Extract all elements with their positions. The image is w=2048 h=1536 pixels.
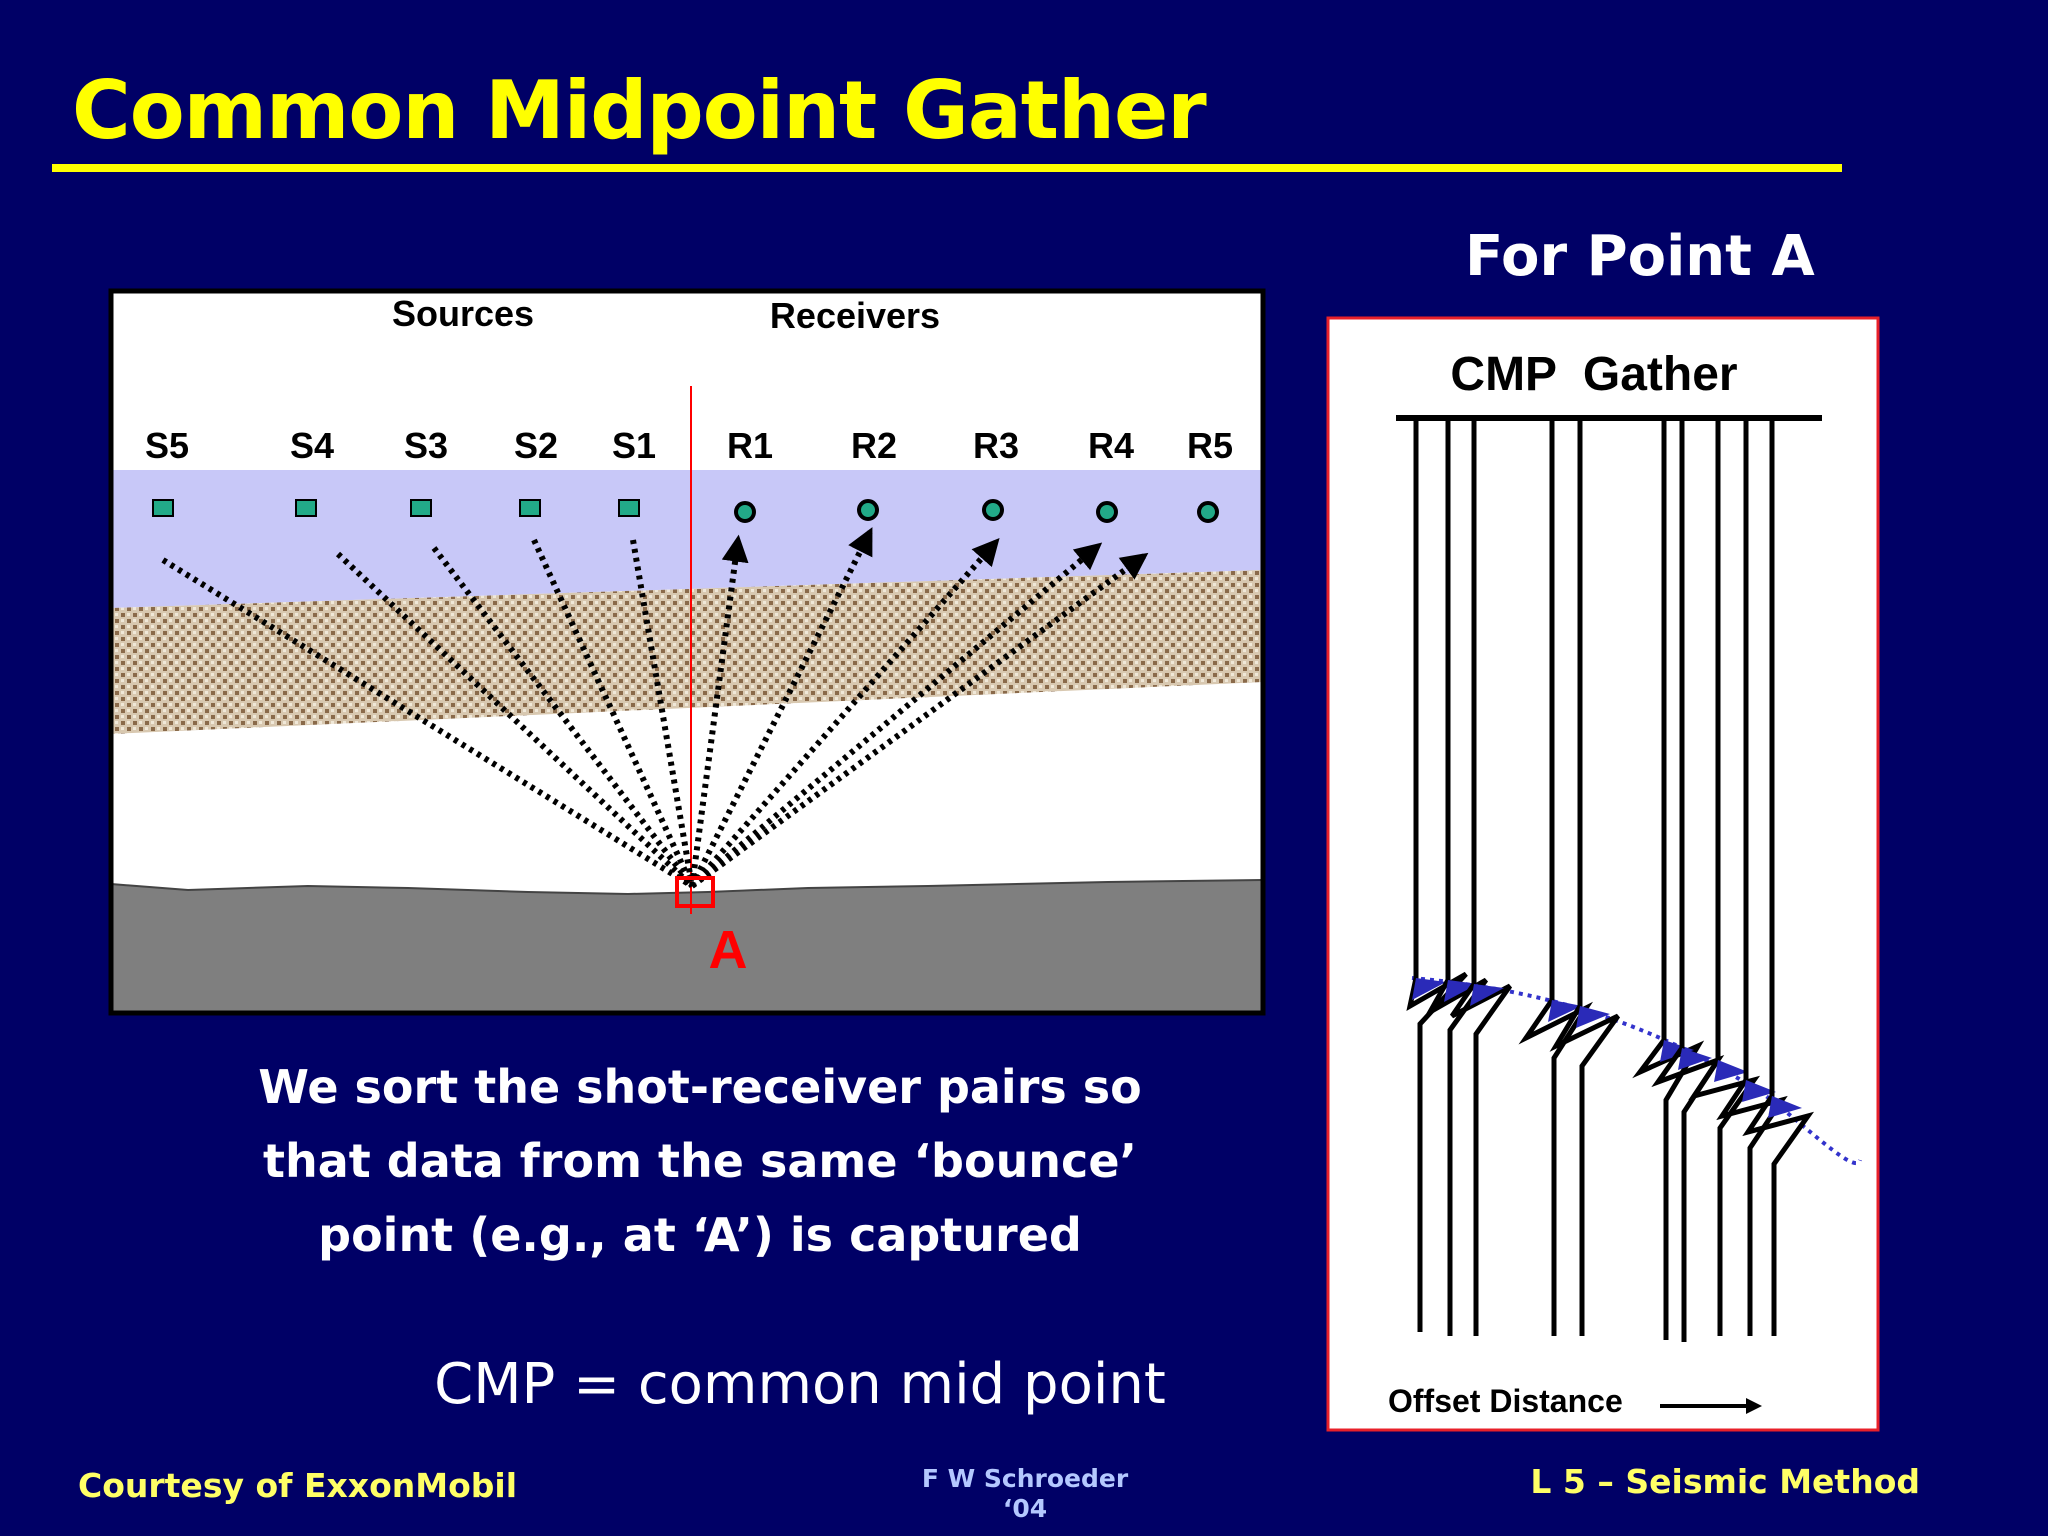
ray-up-r4 — [690, 542, 1103, 889]
wavelet-fill — [1678, 1048, 1712, 1070]
slide-title: Common Midpoint Gather — [72, 64, 1207, 157]
source-labels: S5 S4 S3 S2 S1 — [145, 425, 656, 466]
receiver-marker-r3 — [982, 499, 1004, 521]
author-year: ‘04 — [1002, 1494, 1048, 1523]
caption-line: point (e.g., at ‘A’) is captured — [318, 1208, 1082, 1262]
source-markers — [152, 499, 640, 517]
wavelet-fill — [1768, 1096, 1802, 1118]
trace — [1406, 418, 1468, 1332]
trace — [1518, 418, 1593, 1336]
point-a-label: A — [709, 920, 748, 980]
source-marker-s1 — [618, 499, 640, 517]
trace — [1742, 418, 1815, 1336]
trace — [1688, 418, 1761, 1336]
wavelet-fill — [1576, 1006, 1610, 1028]
receivers-label: Receivers — [770, 295, 940, 336]
wavelet-fill — [1444, 980, 1478, 1002]
sources-label: Sources — [392, 293, 534, 334]
receiver-marker-r5 — [1197, 501, 1219, 523]
ray-paths — [161, 527, 1149, 889]
gather-heading: For Point A — [1465, 224, 1815, 289]
source-label-s5: S5 — [145, 425, 189, 466]
wavelet-fill — [1412, 978, 1446, 1000]
cmp-gather-panel: CMP Gather Offset Distance — [1326, 316, 1880, 1432]
caption: We sort the shot-receiver pairs so that … — [150, 1050, 1250, 1272]
source-label-s4: S4 — [290, 425, 334, 466]
author-name: F W Schroeder — [921, 1464, 1129, 1493]
trace — [1632, 418, 1705, 1340]
receiver-label-r1: R1 — [727, 425, 773, 466]
wavelet-fill — [1470, 984, 1504, 1006]
receiver-marker-r4 — [1096, 501, 1118, 523]
courtesy-credit: Courtesy of ExxonMobil — [78, 1466, 518, 1505]
seismic-traces — [1406, 418, 1815, 1342]
wavelet-fill — [1548, 1000, 1582, 1022]
wavelet-fill — [1714, 1060, 1748, 1082]
receiver-marker-r2 — [857, 499, 879, 521]
source-marker-s5 — [152, 499, 174, 517]
ray-up-r5 — [690, 552, 1149, 889]
receiver-labels: R1 R2 R3 R4 R5 — [727, 425, 1233, 466]
receiver-label-r5: R5 — [1187, 425, 1233, 466]
offset-arrow-icon — [1746, 1398, 1762, 1414]
diagram-frame — [108, 288, 1266, 1016]
ray-s3-r3 — [431, 546, 695, 888]
source-marker-s2 — [519, 499, 541, 517]
gather-frame — [1326, 316, 1880, 1432]
ray-up-r1 — [689, 534, 749, 887]
lecture-label: L 5 – Seismic Method — [1530, 1462, 1920, 1501]
near-surface-layer — [111, 470, 1263, 608]
survey-diagram: Sources Receivers S5 S4 S3 S2 S1 R1 R2 R… — [108, 288, 1266, 1016]
source-label-s3: S3 — [404, 425, 448, 466]
trace — [1716, 418, 1788, 1336]
receiver-markers — [734, 499, 1219, 523]
bounce-point-box — [675, 876, 715, 908]
source-marker-s4 — [295, 499, 317, 517]
gather-title: CMP Gather — [1450, 348, 1737, 401]
trace — [1549, 418, 1621, 1336]
bedrock-boundary — [110, 879, 1264, 896]
cmp-definition: CMP = common mid point — [434, 1352, 1166, 1417]
trace — [1423, 418, 1489, 1336]
bedrock-layer — [111, 880, 1263, 1013]
source-marker-s3 — [410, 499, 432, 517]
trace — [1449, 418, 1513, 1336]
ray-s2-r2 — [531, 538, 695, 888]
title-underline — [52, 164, 1842, 172]
source-label-s1: S1 — [612, 425, 656, 466]
source-label-s2: S2 — [514, 425, 558, 466]
receiver-label-r3: R3 — [973, 425, 1019, 466]
ray-up-r2 — [689, 527, 873, 888]
author-credit: F W Schroeder ‘04 — [900, 1464, 1150, 1524]
wavelet-fill — [1742, 1080, 1776, 1102]
receiver-marker-r1 — [734, 501, 756, 523]
caption-line: We sort the shot-receiver pairs so — [258, 1060, 1142, 1114]
trace — [1651, 418, 1725, 1342]
receiver-label-r4: R4 — [1088, 425, 1134, 466]
caption-line: that data from the same ‘bounce’ — [263, 1134, 1137, 1188]
receiver-label-r2: R2 — [851, 425, 897, 466]
offset-distance-label: Offset Distance — [1388, 1383, 1623, 1419]
